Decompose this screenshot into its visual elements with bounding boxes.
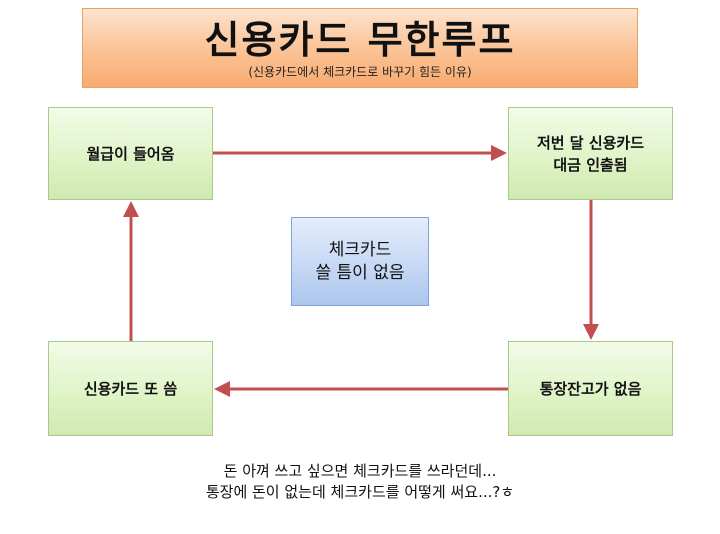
page-title: 신용카드 무한루프 <box>204 18 516 62</box>
node-salary-deposited: 월급이 들어옴 <box>48 107 213 200</box>
arrow-right <box>583 200 599 340</box>
arrow-top <box>213 145 507 161</box>
center-note-label: 체크카드 쓸 틈이 없음 <box>315 239 405 283</box>
node-card-bill-withdrawn: 저번 달 신용카드 대금 인출됨 <box>508 107 673 200</box>
node-salary-deposited-label: 월급이 들어옴 <box>86 144 175 163</box>
arrow-bottom <box>214 381 508 397</box>
node-card-bill-withdrawn-label: 저번 달 신용카드 대금 인출됨 <box>536 133 645 174</box>
node-no-balance-label: 통장잔고가 없음 <box>539 379 642 398</box>
title-banner: 신용카드 무한루프 (신용카드에서 체크카드로 바꾸기 힘든 이유) <box>82 8 638 88</box>
caption-line-1: 돈 아껴 쓰고 싶으면 체크카드를 쓰라던데... <box>223 462 497 480</box>
center-note: 체크카드 쓸 틈이 없음 <box>291 217 429 306</box>
caption-line-2: 통장에 돈이 없는데 체크카드를 어떻게 써요...?ㅎ <box>205 483 515 501</box>
node-use-credit-card-again: 신용카드 또 씀 <box>48 341 213 436</box>
node-use-credit-card-again-label: 신용카드 또 씀 <box>83 379 178 398</box>
node-no-balance: 통장잔고가 없음 <box>508 341 673 436</box>
page-subtitle: (신용카드에서 체크카드로 바꾸기 힘든 이유) <box>248 65 472 79</box>
arrow-left <box>123 201 139 341</box>
